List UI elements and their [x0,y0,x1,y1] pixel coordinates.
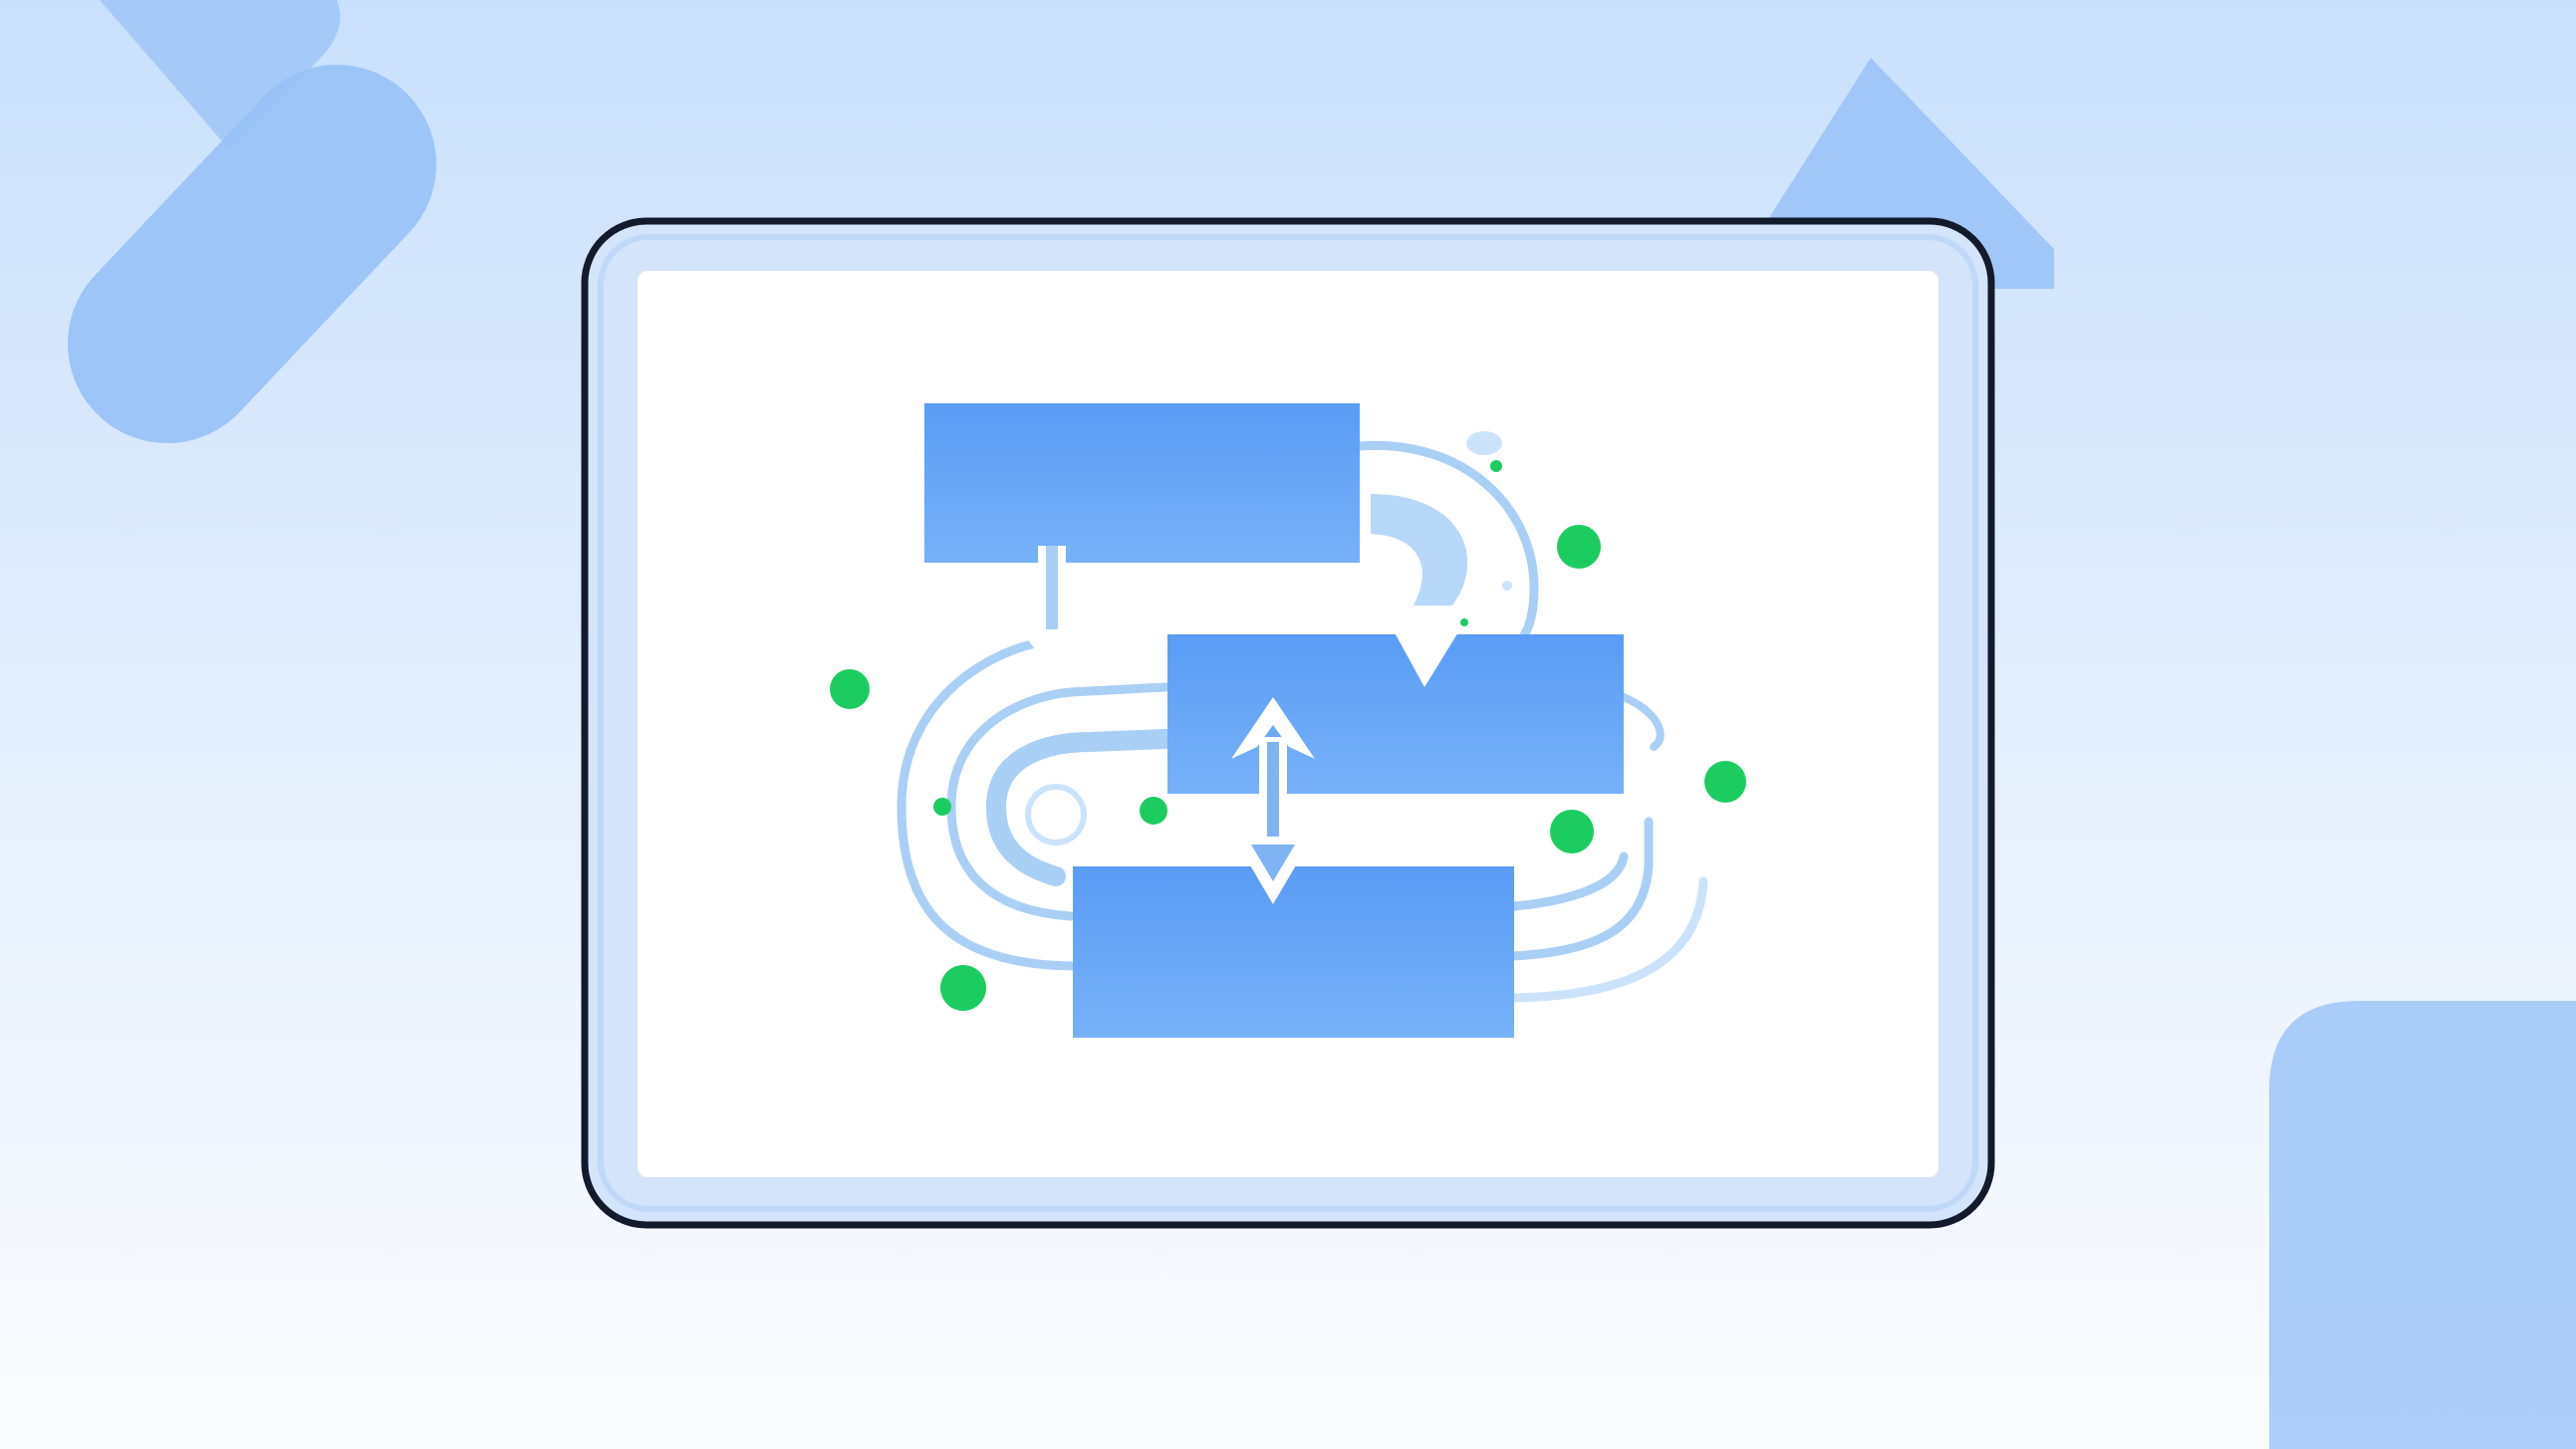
decor-pill-top-left [60,0,341,149]
swirl-hollow-knob [1025,784,1087,845]
swirl-right-outer [1509,876,1708,1003]
swirl-connectors [897,440,1708,1003]
accent-dot [1557,525,1601,569]
flow-box-middle [1167,634,1624,794]
bidirectional-arrow-middle-bottom [1231,697,1315,904]
curved-arrow-head [1385,614,1469,687]
bidir-arrow-head-down-core [1251,845,1295,881]
curved-arrow-body [1363,485,1476,613]
accent-dot [940,965,986,1011]
accent-dot [830,669,870,709]
down-arrow-head [1021,629,1086,677]
swirl-outer [897,637,1076,971]
swirl-inner [985,729,1175,886]
flow-boxes [924,403,1624,1038]
accent-dot [1550,810,1594,853]
bidir-arrow-shaft-core [1267,742,1279,846]
swirl-right-inner [1509,851,1629,911]
down-arrow-top-to-middle [1021,546,1086,677]
light-bubble [1502,581,1512,591]
flow-box-bottom [1073,866,1514,1038]
accent-dot [1460,618,1468,626]
bidir-arrow-head-up [1231,697,1315,759]
frame-inner-edge [598,234,1978,1212]
accent-dot [1704,761,1746,803]
accent-dots [830,460,1746,1011]
swirl-right-mid [1509,817,1654,961]
decor-capsule-left [68,65,436,443]
light-bubbles [1466,431,1512,591]
curve-top-right [1355,440,1539,640]
swirl-right-hook [1620,693,1665,751]
decor-square-bottom-right [2269,1001,2576,1449]
curved-arrow-top-to-middle [1363,485,1476,687]
accent-dot [933,798,951,816]
flow-box-top [924,403,1360,563]
light-bubble [1466,431,1502,455]
swirl-middle [946,682,1170,921]
accent-dot [1140,797,1167,825]
accent-dot [1490,460,1502,472]
down-arrow-shaft-core [1046,546,1058,635]
